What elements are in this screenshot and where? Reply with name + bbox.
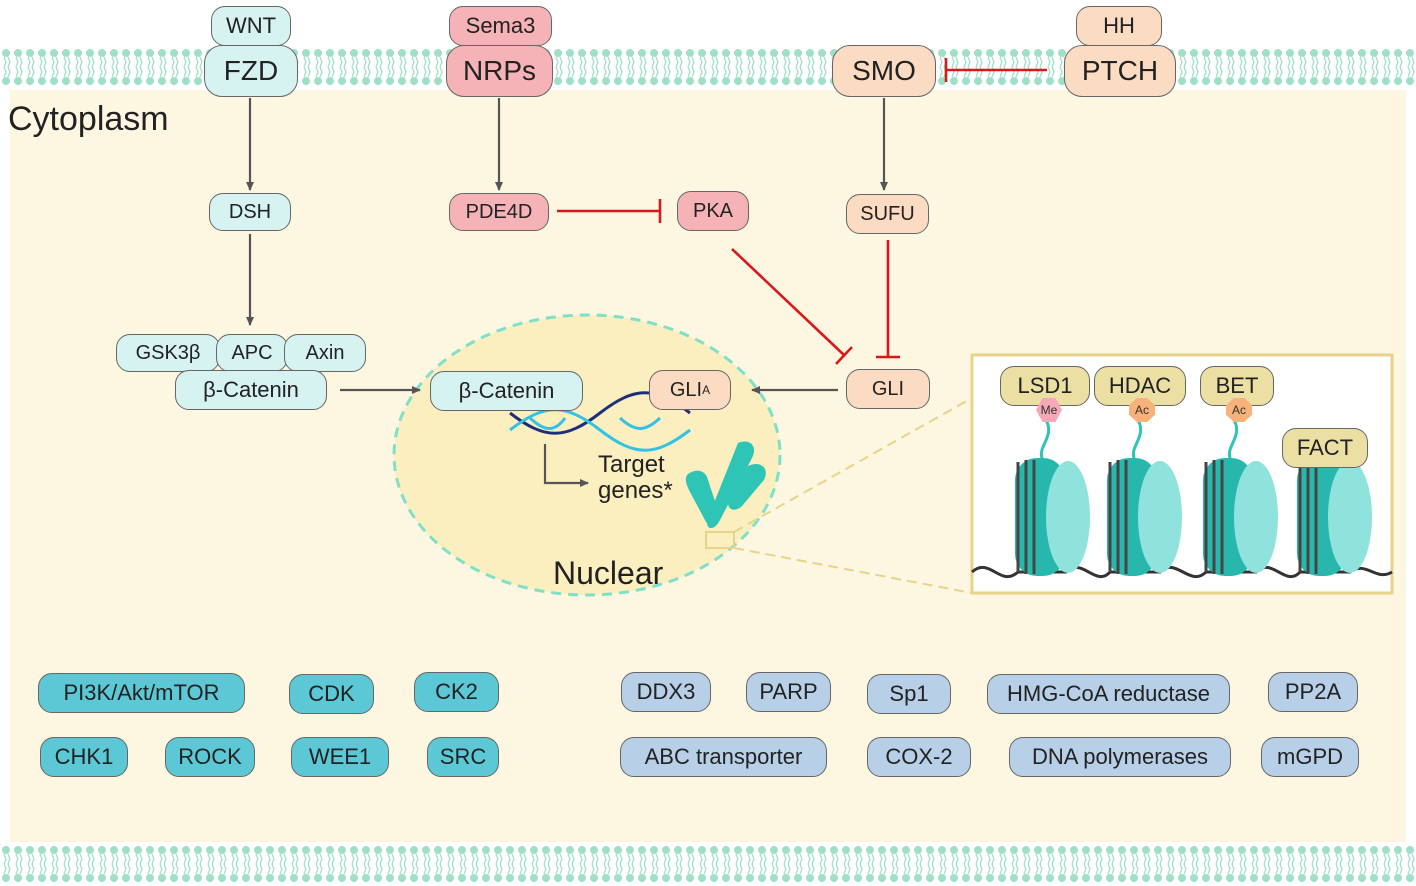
target-rock: ROCK	[165, 737, 255, 777]
nucleosome-1	[1015, 458, 1090, 576]
beta-catenin-node: β-Catenin	[175, 370, 327, 410]
target-chk1: CHK1	[40, 737, 128, 777]
target-hmg-coa-reductase: HMG-CoA reductase	[987, 674, 1230, 714]
target-parp: PARP	[746, 672, 831, 712]
gli-active-superscript: A	[702, 383, 711, 397]
ptch-node: PTCH	[1064, 45, 1176, 97]
activation-arrows	[246, 98, 888, 487]
cytoplasm-label: Cytoplasm	[8, 100, 169, 138]
arrow-target-genes	[543, 444, 589, 487]
sufu-node: SUFU	[846, 194, 929, 234]
target-sp1: Sp1	[867, 674, 951, 714]
target-ck2: CK2	[414, 672, 499, 712]
target-src: SRC	[427, 737, 499, 777]
gli-node: GLI	[846, 369, 930, 409]
target-genes-line2: genes*	[598, 477, 673, 504]
cell-membrane-bottom	[0, 845, 1416, 883]
zoom-line-lower	[733, 547, 973, 594]
methyl-mark: Me	[1036, 398, 1062, 422]
gli-active-label: GLI	[669, 378, 703, 401]
fzd-node: FZD	[204, 45, 298, 97]
nucleus-envelope	[392, 313, 782, 597]
axin-node: Axin	[284, 334, 366, 372]
nucleosome-4	[1297, 458, 1372, 576]
target-ddx3: DDX3	[621, 672, 711, 712]
hdac-node: HDAC	[1094, 366, 1186, 406]
gsk3b-node: GSK3β	[116, 334, 220, 372]
sema3-node: Sema3	[449, 6, 552, 46]
inhibition-lines	[557, 58, 1047, 365]
target-pp2a: PP2A	[1268, 672, 1358, 712]
smo-node: SMO	[832, 45, 936, 97]
chromosome-icon	[685, 441, 766, 529]
target-pi3k-akt-mtor: PI3K/Akt/mTOR	[38, 673, 245, 713]
target-wee1: WEE1	[291, 737, 389, 777]
target-genes-line1: Target	[598, 451, 665, 478]
zoom-line-upper	[733, 397, 973, 533]
target-cdk: CDK	[289, 674, 374, 714]
inhibit-pka-gli-bar	[835, 346, 853, 365]
nucleosome-3	[1203, 458, 1278, 576]
hh-node: HH	[1076, 6, 1162, 46]
nuclear-label: Nuclear	[553, 555, 664, 591]
apc-node: APC	[216, 334, 288, 372]
acetyl-mark-hdac: Ac	[1129, 398, 1155, 422]
zoom-source-box	[705, 531, 735, 549]
target-dna-polymerases: DNA polymerases	[1009, 737, 1231, 777]
target-abc-transporter: ABC transporter	[620, 737, 827, 777]
acetyl-mark-bet: Ac	[1226, 398, 1252, 422]
nucleosome-2	[1107, 458, 1182, 576]
pde4d-node: PDE4D	[449, 193, 549, 231]
inhibit-pka-gli-line	[731, 248, 845, 356]
pka-node: PKA	[677, 191, 749, 231]
nrps-node: NRPs	[446, 45, 553, 97]
target-genes-label: Target genes*	[598, 452, 673, 504]
fact-node: FACT	[1282, 428, 1368, 468]
dsh-node: DSH	[209, 193, 291, 231]
target-mgpd: mGPD	[1261, 737, 1359, 777]
nuclear-beta-catenin-node: β-Catenin	[430, 371, 583, 411]
wnt-node: WNT	[211, 6, 291, 46]
target-cox-2: COX-2	[867, 737, 971, 777]
